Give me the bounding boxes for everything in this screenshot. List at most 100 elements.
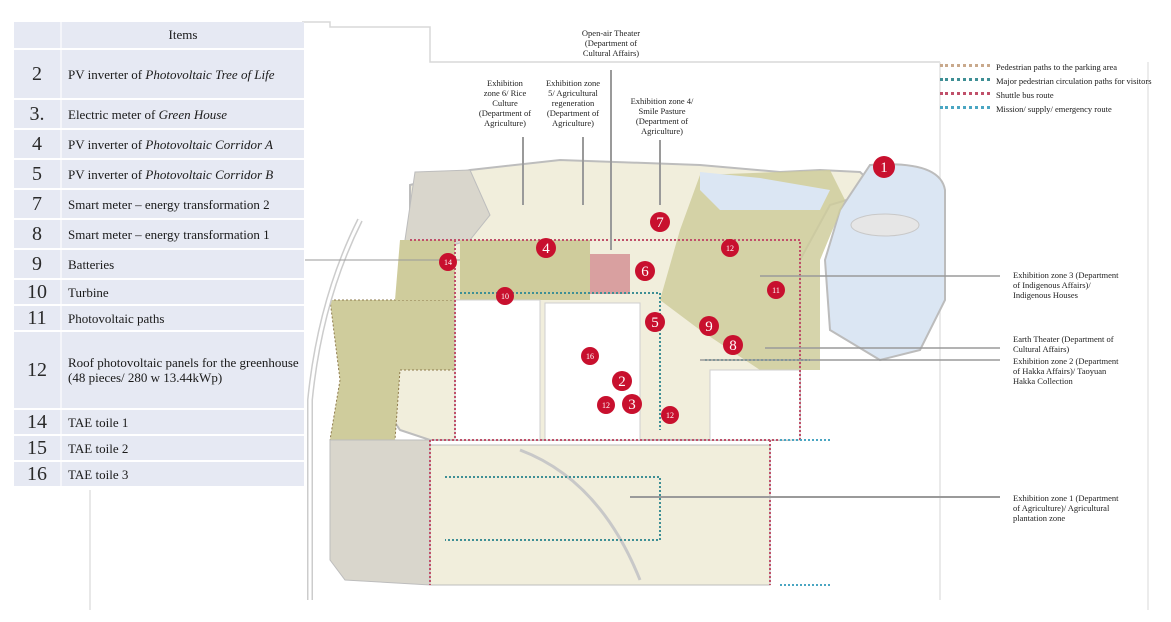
map-marker-10 xyxy=(496,287,514,305)
annotation-zone-4: Exhibition zone 4/ Smile Pasture (Depart… xyxy=(630,96,694,136)
annotation-zone-2: Exhibition zone 2 (Department of Hakka A… xyxy=(1013,356,1119,386)
table-row: 8 Smart meter – energy transformation 1 xyxy=(14,220,304,248)
legend-swatch xyxy=(940,78,990,84)
item-description: TAE toile 3 xyxy=(62,462,304,486)
item-description: Electric meter of Green House xyxy=(62,100,304,128)
map-marker-label: 3 xyxy=(628,397,636,413)
annotation-zone-6: Exhibition zone 6/ Rice Culture (Departm… xyxy=(478,78,532,128)
map-marker-label: 12 xyxy=(726,244,734,253)
map-marker-label: 14 xyxy=(444,258,452,267)
map-marker-label: 12 xyxy=(602,401,610,410)
map-marker-12 xyxy=(597,396,615,414)
visitor-path xyxy=(445,476,661,541)
hall xyxy=(709,369,801,441)
item-number: 7 xyxy=(14,190,62,218)
item-description: PV inverter of Photovoltaic Tree of Life xyxy=(62,50,304,98)
zone-1-area xyxy=(429,444,771,586)
legend-label: Shuttle bus route xyxy=(996,90,1054,100)
map-marker-label: 8 xyxy=(729,338,737,354)
item-number: 3. xyxy=(14,100,62,128)
table-row: 15 TAE toile 2 xyxy=(14,436,304,460)
map-marker-6 xyxy=(635,261,655,281)
item-number: 10 xyxy=(14,280,62,304)
item-number: 4 xyxy=(14,130,62,158)
item-text: TAE toile 2 xyxy=(68,440,129,456)
item-number: 16 xyxy=(14,462,62,486)
item-text: Photovoltaic paths xyxy=(68,310,165,326)
item-description: Smart meter – energy transformation 1 xyxy=(62,220,304,248)
item-number: 11 xyxy=(14,306,62,330)
map-marker-9 xyxy=(699,316,719,336)
header-items: Items xyxy=(62,22,304,48)
map-marker-label: 4 xyxy=(542,241,550,257)
parking-zone xyxy=(329,439,431,586)
map-marker-5 xyxy=(645,312,665,332)
lake-island xyxy=(850,213,920,237)
item-italic-name: Photovoltaic Tree of Life xyxy=(145,66,275,82)
annotation-open-air-theater: Open-air Theater (Department of Cultural… xyxy=(581,28,641,58)
map-marker-1 xyxy=(873,156,895,178)
legend-item: Mission/ supply/ emergency route xyxy=(940,102,1152,116)
annotation-earth-theater: Earth Theater (Department of Cultural Af… xyxy=(1013,334,1114,354)
legend-item: Shuttle bus route xyxy=(940,88,1152,102)
map-marker-label: 2 xyxy=(618,374,626,390)
item-description: Photovoltaic paths xyxy=(62,306,304,330)
item-italic-name: Green House xyxy=(158,106,228,122)
item-description: Turbine xyxy=(62,280,304,304)
item-number: 12 xyxy=(14,332,62,408)
item-text: Roof photovoltaic panels for the greenho… xyxy=(68,355,299,385)
item-description: TAE toile 1 xyxy=(62,410,304,434)
item-number: 9 xyxy=(14,250,62,278)
annotation-zone-3: Exhibition zone 3 (Department of Indigen… xyxy=(1013,270,1119,300)
item-description: Batteries xyxy=(62,250,304,278)
table-row: 11 Photovoltaic paths xyxy=(14,306,304,330)
item-number: 5 xyxy=(14,160,62,188)
lake xyxy=(823,163,946,362)
item-italic-name: Photovoltaic Corridor B xyxy=(145,166,274,182)
item-text: Smart meter – energy transformation 1 xyxy=(68,226,270,242)
pink-block xyxy=(590,254,630,294)
legend-swatch xyxy=(940,64,990,70)
road xyxy=(308,219,362,600)
map-marker-14 xyxy=(439,253,457,271)
pond xyxy=(700,172,830,210)
map-marker-8 xyxy=(723,335,743,355)
map-marker-2 xyxy=(612,371,632,391)
annotation-zone-1: Exhibition zone 1 (Department of Agricul… xyxy=(1013,493,1119,523)
item-number: 8 xyxy=(14,220,62,248)
legend-label: Major pedestrian circulation paths for v… xyxy=(996,76,1152,86)
map-marker-4 xyxy=(536,238,556,258)
green-zone xyxy=(460,240,590,300)
item-text: PV inverter of xyxy=(68,66,146,82)
item-description: TAE toile 2 xyxy=(62,436,304,460)
item-number: 14 xyxy=(14,410,62,434)
path xyxy=(519,448,642,581)
item-description: Smart meter – energy transformation 2 xyxy=(62,190,304,218)
header-num-cell xyxy=(14,22,62,48)
map-marker-12 xyxy=(721,239,739,257)
map-marker-label: 9 xyxy=(705,319,713,335)
green-zone xyxy=(395,240,455,300)
item-text: PV inverter of xyxy=(68,166,146,182)
frame-line xyxy=(302,21,940,63)
map-marker-12 xyxy=(661,406,679,424)
item-description: PV inverter of Photovoltaic Corridor A xyxy=(62,130,304,158)
item-text: TAE toile 1 xyxy=(68,414,129,430)
item-number: 15 xyxy=(14,436,62,460)
map-marker-label: 16 xyxy=(586,352,594,361)
map-marker-3 xyxy=(622,394,642,414)
annotation-zone-5: Exhibition zone 5/ Agricultural regenera… xyxy=(545,78,601,128)
item-text: Electric meter of xyxy=(68,106,159,122)
item-description: PV inverter of Photovoltaic Corridor B xyxy=(62,160,304,188)
table-row: 14 TAE toile 1 xyxy=(14,410,304,434)
